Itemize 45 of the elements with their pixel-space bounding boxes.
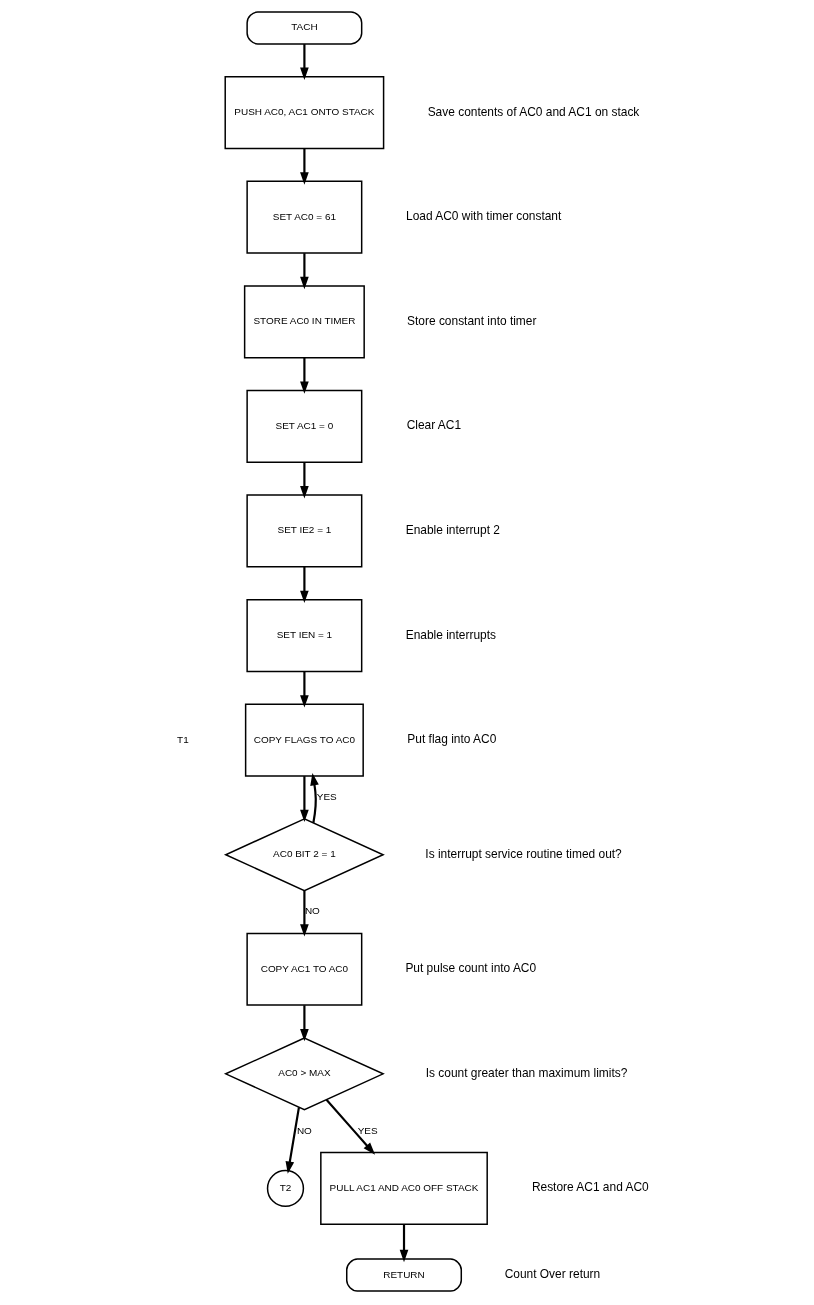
arrow: [300, 357, 309, 394]
arrow: [325, 1099, 376, 1155]
arrow: [300, 671, 309, 708]
node-box: SET AC1 = 0: [246, 389, 363, 463]
node-label: Enable interrupt 2: [405, 523, 500, 538]
node-box: SET IEN = 1: [246, 598, 363, 673]
node-label: Store constant into timer: [407, 313, 537, 328]
arrow: [285, 1107, 300, 1174]
node-diamond: AC0 > MAX: [223, 1037, 385, 1111]
arrow: [300, 890, 309, 937]
node-box: SET AC0 = 61: [246, 180, 363, 254]
arrow: [300, 567, 309, 604]
label: T1: [177, 733, 189, 745]
node-box: PUSH AC0, AC1 ONTO STACK: [224, 76, 385, 150]
arrow: [300, 253, 309, 290]
arrow: [300, 462, 309, 499]
node-label: Save contents of AC0 and AC1 on stack: [427, 104, 640, 119]
node-box: PULL AC1 AND AC0 OFF STACK: [320, 1151, 488, 1225]
node-diamond: AC0 BIT 2 = 1: [223, 818, 385, 892]
node-box: STORE AC0 IN TIMER: [243, 285, 365, 359]
edge-label: YES: [357, 1124, 378, 1136]
edge-label: NO: [296, 1124, 312, 1136]
node-label: Is count greater than maximum limits?: [425, 1065, 628, 1080]
node-circle: T2: [266, 1169, 305, 1208]
arrow: [300, 1005, 309, 1042]
edge-label: YES: [316, 790, 337, 802]
node-label: Restore AC1 and AC0: [531, 1180, 649, 1195]
node-label: Count Over return: [504, 1267, 601, 1282]
arrow: [300, 44, 309, 80]
node-box: RETURN: [346, 1258, 463, 1292]
arrow: [399, 1224, 409, 1263]
arrow: [300, 148, 309, 185]
node-box: COPY AC1 TO AC0: [246, 932, 363, 1006]
node-label: Clear AC1: [406, 418, 462, 433]
node-label: Put flag into AC0: [407, 732, 497, 747]
node-box: SET IE2 = 1: [246, 494, 363, 568]
node-label: Is interrupt service routine timed out?: [425, 846, 622, 861]
node-box: TACH: [246, 11, 363, 45]
node-label: Load AC0 with timer constant: [406, 209, 562, 224]
arrow: [310, 772, 319, 823]
node-label: Enable interrupts: [405, 627, 496, 642]
node-box: COPY FLAGS TO AC0: [244, 703, 364, 777]
node-label: Put pulse count into AC0: [405, 961, 537, 976]
arrow: [300, 776, 309, 823]
edge-label: NO: [304, 905, 320, 917]
